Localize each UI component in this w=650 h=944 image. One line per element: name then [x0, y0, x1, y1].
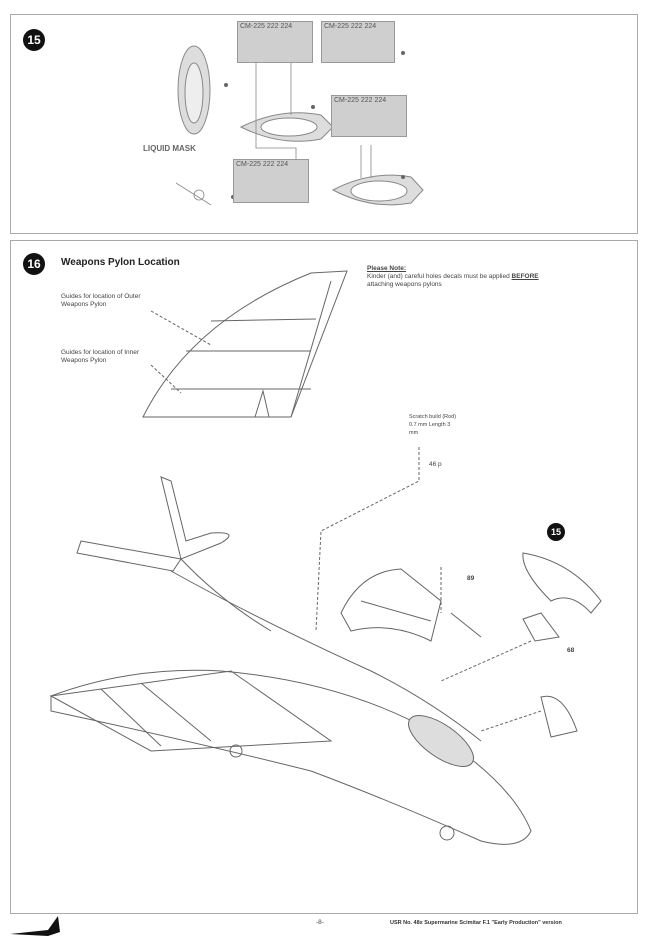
page-number: -8-: [316, 919, 324, 926]
decal-sheet-3: CM-225 222 224: [331, 95, 407, 137]
scratch-build-note: Scratch build (Rod) 0.7 mm Length 3 mm: [409, 414, 457, 436]
liquid-mask-label: LIQUID MASK: [143, 144, 196, 153]
note-emphasis: BEFORE: [511, 273, 539, 280]
note-title: Please Note:: [367, 265, 407, 272]
decal-sheet-1: CM-225 222 224: [237, 21, 313, 63]
inner-pylon-guide-label: Guides for location of Inner Weapons Pyl…: [61, 349, 140, 364]
part-46-label: 46 p: [429, 461, 442, 468]
decal-sheet-4: CM-225 222 224: [233, 159, 309, 203]
section-title: Weapons Pylon Location: [61, 257, 180, 268]
note-body: Kinder (and) careful holes decals must b…: [367, 273, 510, 280]
step-16-badge: 16: [23, 253, 45, 275]
step-16-panel: 16 Weapons Pylon Location Guides for loc…: [10, 240, 638, 914]
note-tail: attaching weapons pylons: [367, 281, 442, 288]
part-68-label: 68: [567, 647, 575, 654]
aircraft-assembly-drawing: [49, 270, 602, 845]
sub-step-15-badge: 15: [547, 523, 565, 541]
step-15-panel: 15 CM-225 222 224 CM-225 222 224 CM-225 …: [10, 14, 638, 234]
step-15-badge: 15: [23, 29, 45, 51]
decal-sheet-2: CM-225 222 224: [321, 21, 395, 63]
footer-caption: USR No. 48x Supermarine Scimitar F.1 "Ea…: [390, 920, 562, 926]
brand-jet-logo: [10, 916, 60, 936]
part-89-label: 89: [467, 575, 475, 582]
canopy-masking-drawing: [175, 45, 424, 206]
note-text: Kinder (and) careful holes decals must b…: [367, 273, 557, 289]
outer-pylon-guide-label: Guides for location of Outer Weapons Pyl…: [61, 293, 141, 308]
